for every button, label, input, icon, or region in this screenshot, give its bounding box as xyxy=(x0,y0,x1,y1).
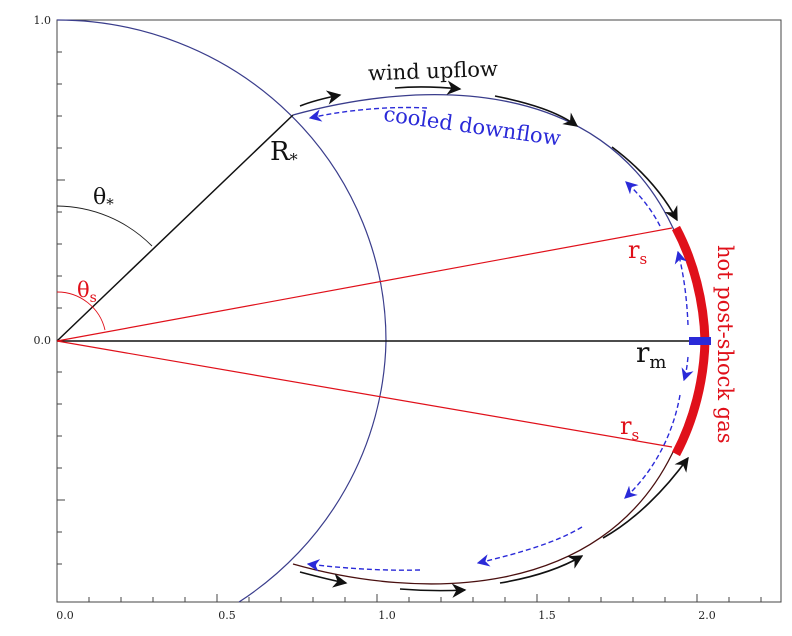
star-surface xyxy=(56,19,387,603)
cooled-downflow-arrow xyxy=(308,106,428,122)
y-axis-ticks xyxy=(57,51,65,565)
theta-s-arc xyxy=(56,291,106,331)
cooled-downflow-arrow xyxy=(625,181,661,227)
wind-upflow-arrow xyxy=(299,571,348,588)
x-tick-label: 1.5 xyxy=(538,609,556,622)
wind-upflow-arrow xyxy=(394,80,462,95)
theta-star-arc xyxy=(56,205,153,247)
rs-lower-label: rs xyxy=(620,412,639,444)
cooled-downflow-arrow xyxy=(681,356,694,382)
y-tick-label: 1.0 xyxy=(34,14,52,27)
wind-upflow-arrow xyxy=(399,583,467,598)
wind-upflow-arrow xyxy=(299,90,342,107)
r-star-label: R* xyxy=(270,137,298,169)
x-tick-label: 0.5 xyxy=(218,609,236,622)
x-tick-label: 1.0 xyxy=(378,609,396,622)
cooled-downflow-arrow xyxy=(624,394,681,499)
y-tick-label: 0.0 xyxy=(34,334,52,347)
cooled-downflow-arrow xyxy=(306,559,421,572)
rs-lower-line xyxy=(56,340,673,448)
theta-star-label: θ* xyxy=(93,185,114,213)
wind-upflow-arrow xyxy=(611,146,678,222)
x-tick-label: 0.0 xyxy=(56,609,74,622)
wind-upflow-label: wind upflow xyxy=(368,57,499,86)
r-star-line xyxy=(56,114,294,342)
magnetic-loop-lower xyxy=(292,339,704,585)
rm-label: rm xyxy=(636,336,666,373)
theta-s-label: θs xyxy=(77,278,97,306)
wind-upflow-arrow xyxy=(494,95,579,127)
wind-upflow-arrow xyxy=(602,456,689,539)
rs-upper-line xyxy=(56,227,673,342)
rs-upper-label: rs xyxy=(628,236,647,268)
cooled-downflow-arrow xyxy=(674,250,689,326)
wind-upflow-arrow xyxy=(499,555,584,584)
x-axis-ticks xyxy=(88,594,762,602)
hot-gas-label: hot post-shock gas xyxy=(713,245,737,444)
plot-frame xyxy=(56,19,782,603)
x-tick-label: 2.0 xyxy=(698,609,716,622)
hot-gas-marker xyxy=(689,337,711,345)
cooled-downflow-arrow xyxy=(476,526,583,567)
